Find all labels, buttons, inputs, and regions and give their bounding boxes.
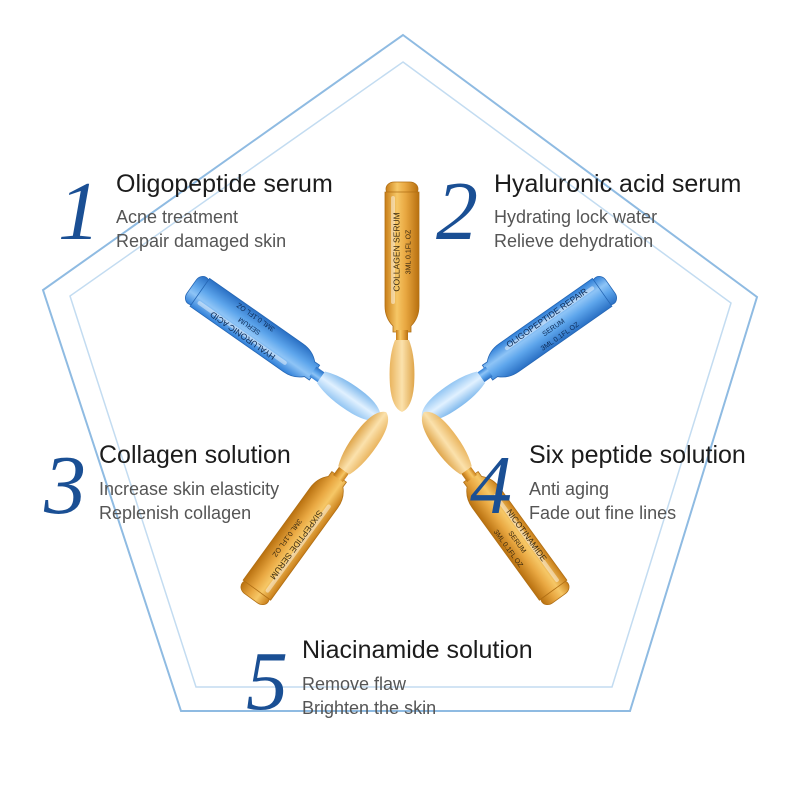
item-benefit: Increase skin elasticity — [99, 479, 280, 499]
item-title: Niacinamide solution — [302, 636, 533, 664]
item-benefit: Brighten the skin — [302, 698, 437, 718]
vial-label: 3ML 0.1FL OZ — [406, 229, 413, 274]
item-benefit: Repair damaged skin — [116, 231, 287, 251]
item-title: Oligopeptide serum — [116, 170, 333, 198]
item-title: Hyaluronic acid serum — [494, 170, 742, 198]
item-benefit: Acne treatment — [116, 207, 239, 227]
item-title: Six peptide solution — [529, 441, 746, 469]
outer-pentagon-frame — [41, 33, 759, 712]
item-number: 4 — [470, 439, 512, 532]
item-number: 5 — [246, 635, 288, 728]
item-number: 3 — [44, 439, 86, 532]
vial-label: COLLAGEN SERUM — [392, 212, 402, 291]
ampoule-vial-1: COLLAGEN SERUM 3ML 0.1FL OZ — [384, 181, 420, 412]
item-benefit: Replenish collagen — [99, 503, 252, 523]
item-benefit: Fade out fine lines — [529, 503, 677, 523]
item-benefit: Relieve dehydration — [494, 231, 654, 251]
inner-pentagon-frame — [69, 61, 732, 688]
item-benefit: Remove flaw — [302, 674, 407, 694]
item-number: 2 — [436, 165, 478, 258]
item-number: 1 — [58, 165, 100, 258]
item-benefit: Anti aging — [529, 479, 610, 499]
item-benefit: Hydrating lock water — [494, 207, 658, 227]
item-title: Collagen solution — [99, 441, 291, 469]
